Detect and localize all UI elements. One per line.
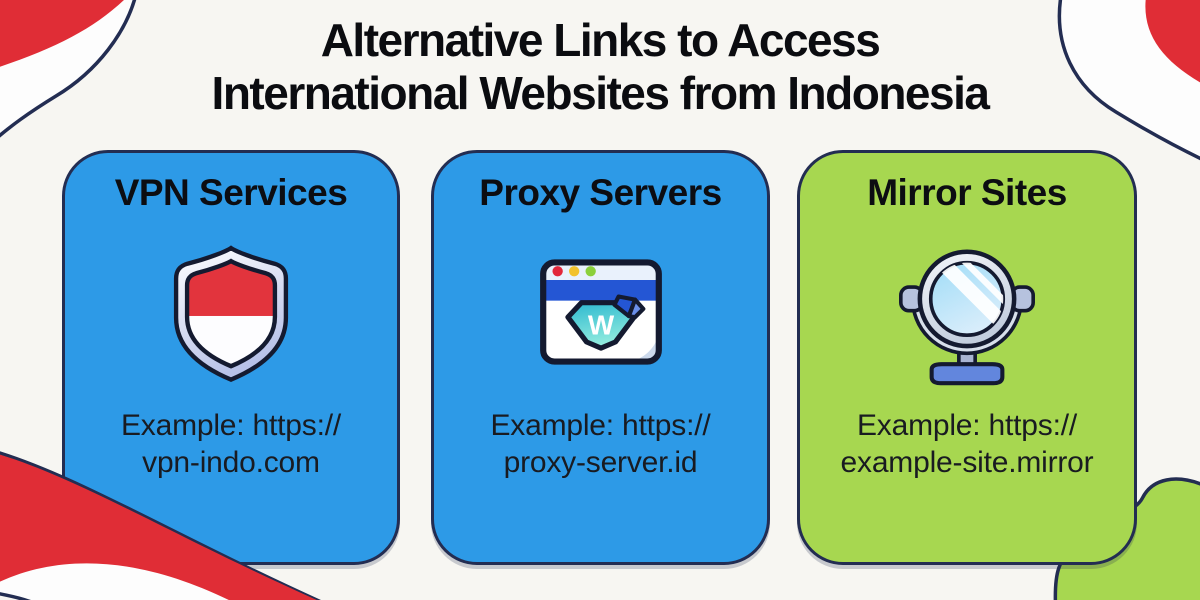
example-line-2: proxy-server.id [503,446,698,479]
w-gem [564,300,637,351]
w-letter: W [587,310,614,341]
mirror-base [929,361,1005,385]
indonesian-flag-shield-icon [173,244,289,382]
example-line-1: Example: https:// [490,409,711,442]
page-curl [629,337,658,362]
card-icon-box [170,221,292,403]
title-line-1: Alternative Links to Access [320,14,881,66]
green-dot [585,266,596,277]
browser-window-w-badge-icon: W [539,259,662,365]
card-title: Mirror Sites [867,172,1067,213]
example-line-1: Example: https:// [856,409,1078,442]
card-proxy-servers: Proxy Servers W Exampl [431,150,770,565]
browser-blue-band [542,280,659,301]
card-title: Proxy Servers [479,172,722,213]
example-line-1: Example: https:// [120,409,342,442]
yellow-dot [568,266,579,277]
card-mirror-sites: Mirror Sites Ex [797,150,1137,565]
card-example: Example: https:// example-site.mirror [841,407,1094,481]
gem-corner-light [626,297,645,320]
card-icon-box [899,221,1035,403]
card-icon-box: W [537,221,665,403]
card-example: Example: https:// proxy-server.id [490,407,710,481]
table-mirror-icon [899,247,1035,385]
mirror-glass [928,260,1006,337]
card-example: Example: https:// vpn-indo.com [121,407,341,481]
page-title: Alternative Links to Access Internationa… [0,14,1200,120]
red-dot [551,266,563,277]
example-line-2: example-site.mirror [840,446,1094,479]
title-line-2: International Websites from Indonesia [211,67,990,119]
example-line-2: vpn-indo.com [142,446,320,479]
card-vpn-services: VPN Services Example: https:// vpn-indo.… [62,150,400,565]
card-title: VPN Services [114,172,348,213]
